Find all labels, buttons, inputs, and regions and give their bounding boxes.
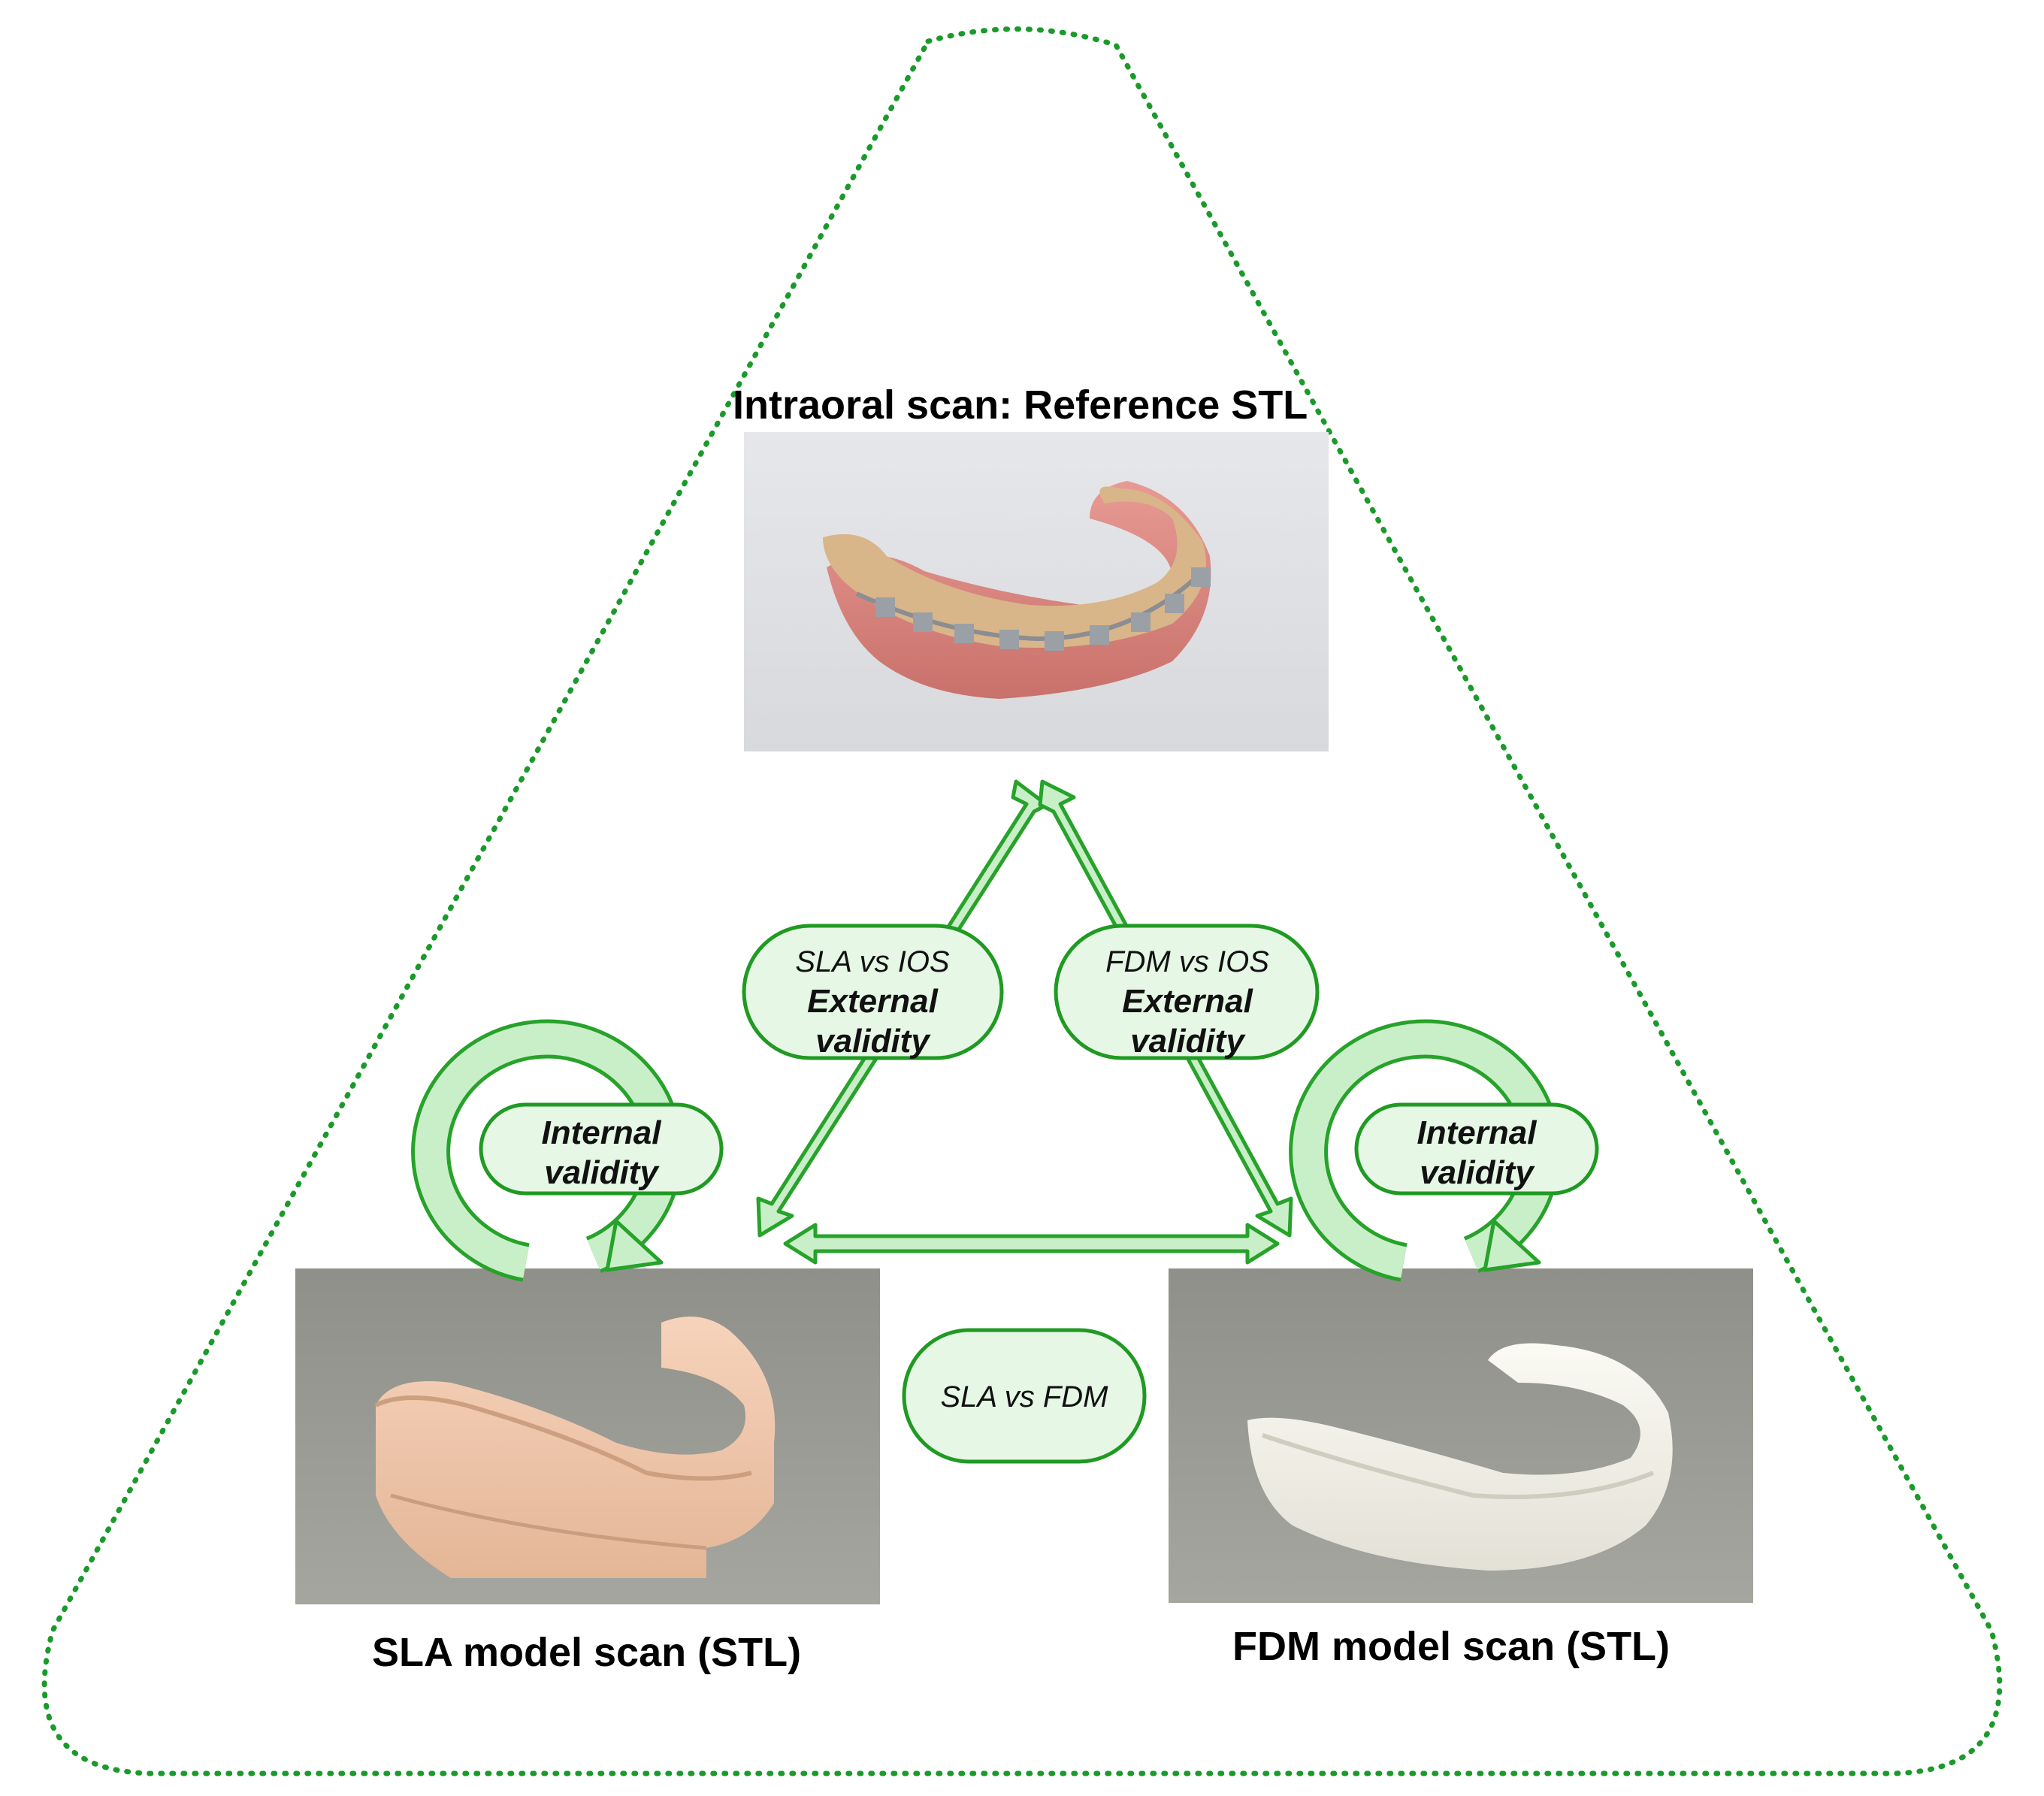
pill-sla-vs-fdm-line1: SLA vs FDM [941, 1380, 1109, 1414]
left-node-title: SLA model scan (STL) [372, 1630, 802, 1675]
pill-internal-right-line2: validity [1420, 1154, 1535, 1191]
pill-internal-left-line1: Internal [542, 1114, 662, 1151]
intraoral-scan-photo [744, 432, 1329, 751]
pill-sla-vs-fdm: SLA vs FDM [902, 1328, 1147, 1464]
pill-internal-right-line1: Internal [1417, 1114, 1538, 1151]
pill-sla-vs-ios-line3: validity [815, 1023, 931, 1060]
pill-fdm-vs-ios-line1: FDM vs IOS [1105, 945, 1269, 978]
bracket-wire [855, 567, 1211, 651]
sla-model-photo [295, 1268, 880, 1604]
top-node-title: Intraoral scan: Reference STL [733, 382, 1308, 428]
pill-fdm-vs-ios-line2: External [1122, 983, 1253, 1020]
pill-internal-validity-right: Internal validity [1354, 1102, 1599, 1196]
arrow-sla-to-fdm [783, 1223, 1280, 1265]
pill-sla-vs-ios-line1: SLA vs IOS [795, 945, 950, 978]
pill-fdm-vs-ios: FDM vs IOS External validity [1054, 924, 1320, 1060]
pill-sla-vs-ios: SLA vs IOS External validity [742, 924, 1004, 1060]
fdm-model-photo [1169, 1268, 1753, 1603]
right-node-title: FDM model scan (STL) [1232, 1624, 1671, 1669]
pill-internal-validity-left: Internal validity [479, 1102, 724, 1196]
pill-internal-left-line2: validity [544, 1154, 660, 1191]
pill-sla-vs-ios-line2: External [807, 983, 938, 1020]
pill-fdm-vs-ios-line3: validity [1130, 1023, 1246, 1060]
dotted-triangle-outline [41, 26, 2003, 1776]
